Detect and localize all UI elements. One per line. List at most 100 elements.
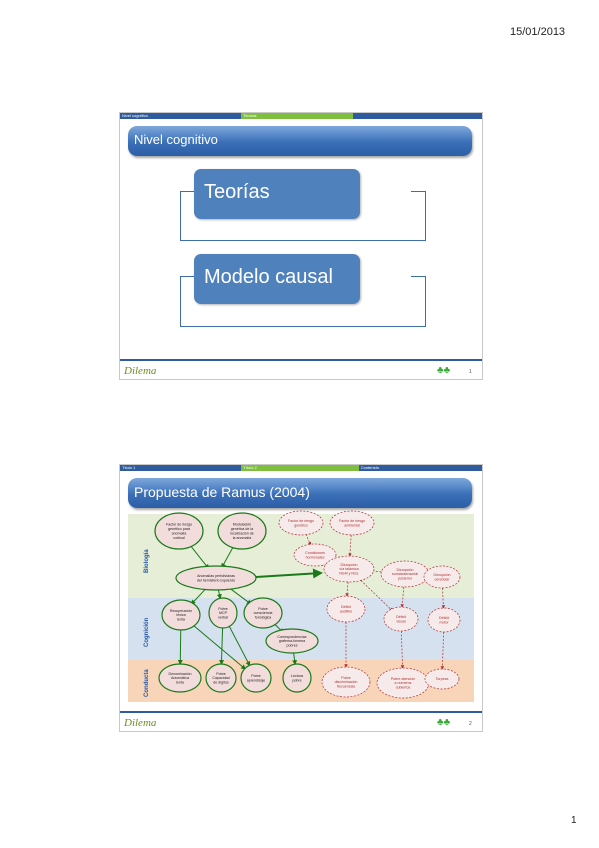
topbar-section-1: Nivel cognitivo [120, 113, 242, 119]
diagram-node-text: consciencia [254, 611, 273, 615]
diagram-node-text: Pobre [258, 607, 268, 611]
diagram-node-text: Capacidad [212, 676, 229, 680]
diagram-node-text: motor [439, 620, 449, 624]
diagram-node-text: Disrupción [341, 563, 358, 567]
diagram-node-text: visual [396, 619, 405, 623]
diagram-node-text: Factor de riesgo [166, 523, 192, 527]
diagram-node-text: Pobre [251, 674, 261, 678]
footer-divider [120, 359, 482, 361]
diagram-node-text: discriminación [335, 680, 358, 684]
diagram-arrow [345, 581, 349, 597]
diagram-node-text: Denominación [169, 672, 192, 676]
diagram-node-text: cubiertos [396, 686, 411, 690]
diagram-node-text: genética de la [231, 527, 253, 531]
item-bracket-1 [180, 191, 426, 241]
slide-title: Nivel cognitivo [134, 132, 218, 147]
item-box-teorias: Teorías [194, 169, 360, 219]
diagram-node-text: genético para [168, 527, 190, 531]
diagram-node-text: del hemisferio izquierdo [197, 578, 235, 582]
diagram-node-text: Disrupción [397, 568, 414, 572]
diagram-node-text: Pobre [218, 607, 228, 611]
diagram-node-text: auditivo [340, 609, 352, 613]
diagram-main-arrow [255, 568, 323, 579]
diagram-arrow [221, 546, 234, 569]
diagram-node-text: Pobre atención [391, 677, 415, 681]
slide-title-bar: Propuesta de Ramus (2004) [128, 478, 472, 508]
slide-topbar: Nivel cognitivo Teorías [120, 113, 482, 119]
diagram-node-text: anomalía [172, 531, 187, 535]
diagram-node-text: Factor de riesgo [288, 519, 314, 523]
slide-2: Título 1 Título 2 Contenido Propuesta de… [119, 464, 483, 732]
diagram-node-text: de dígitos [213, 681, 229, 685]
diagram-node-text: Disrupción [434, 573, 451, 577]
diagram-node-text: Pobre [216, 672, 226, 676]
diagram-node-text: genético [294, 523, 308, 527]
slide-title: Propuesta de Ramus (2004) [134, 484, 310, 500]
item-bracket-2 [180, 276, 426, 327]
footer-divider [120, 711, 482, 713]
diagram-node-text: Automática [171, 676, 189, 680]
diagram-arrow [189, 544, 210, 570]
diagram-arrow [400, 630, 405, 669]
diagram-arrow [292, 652, 298, 666]
kids-icon: ♣♣ [437, 365, 451, 376]
diagram-node-text: Lectura [291, 674, 303, 678]
diagram-node-text: Condiciones [305, 551, 325, 555]
item-box-modelo-causal: Modelo causal [194, 254, 360, 304]
diagram-node-text: vía talámica [339, 567, 358, 571]
diagram-node-text: Torpeza [436, 677, 449, 681]
diagram-node-text: pobre [292, 678, 301, 682]
diagram-node-text: cortical [173, 536, 185, 540]
diagram-node-text: lenta [177, 618, 185, 622]
dilema-logo: Dilema [124, 717, 157, 729]
diagram-node-text: Recuperación [170, 609, 192, 613]
page-date: 15/01/2013 [510, 26, 566, 38]
diagram-node-text: verbal [218, 616, 228, 620]
diagram-arrow [216, 589, 222, 600]
diagram-node-text: a números [395, 681, 412, 685]
diagram-node-text: hormonales [306, 555, 325, 559]
dilema-logo: Dilema [124, 365, 157, 377]
diagram-arrow [358, 577, 393, 612]
diagram-node-text: MCP [219, 611, 228, 615]
diagram-node-text: NGM y NGL [339, 572, 359, 576]
diagram-node-text: Déficit [341, 605, 351, 609]
kids-icon: ♣♣ [437, 717, 451, 728]
diagram-node-text: frecuencias [337, 685, 356, 689]
diagram-node-text: Pobre [341, 676, 351, 680]
diagram-node-text: Correspondencias [277, 635, 306, 639]
diagram-node-text: somatosensorial [392, 572, 418, 576]
diagram-node-text: posterior [398, 577, 413, 581]
slide-number: 1 [469, 369, 472, 375]
diagram-node-text: Modulación [233, 523, 251, 527]
diagram-arrow [400, 586, 405, 608]
topbar-section-2: Teorías [241, 113, 353, 119]
topbar-section-2: Título 2 [241, 465, 359, 471]
slide-title-bar: Nivel cognitivo [128, 126, 472, 156]
diagram-node-text: Déficit [396, 615, 406, 619]
diagram-node-text: localización de [230, 531, 254, 535]
diagram-arrow [305, 533, 312, 546]
diagram-arrow [441, 587, 446, 609]
item-label: Modelo causal [204, 266, 333, 288]
diagram-node-text: ambiental [344, 523, 360, 527]
diagram-node-text: pobres [287, 644, 298, 648]
